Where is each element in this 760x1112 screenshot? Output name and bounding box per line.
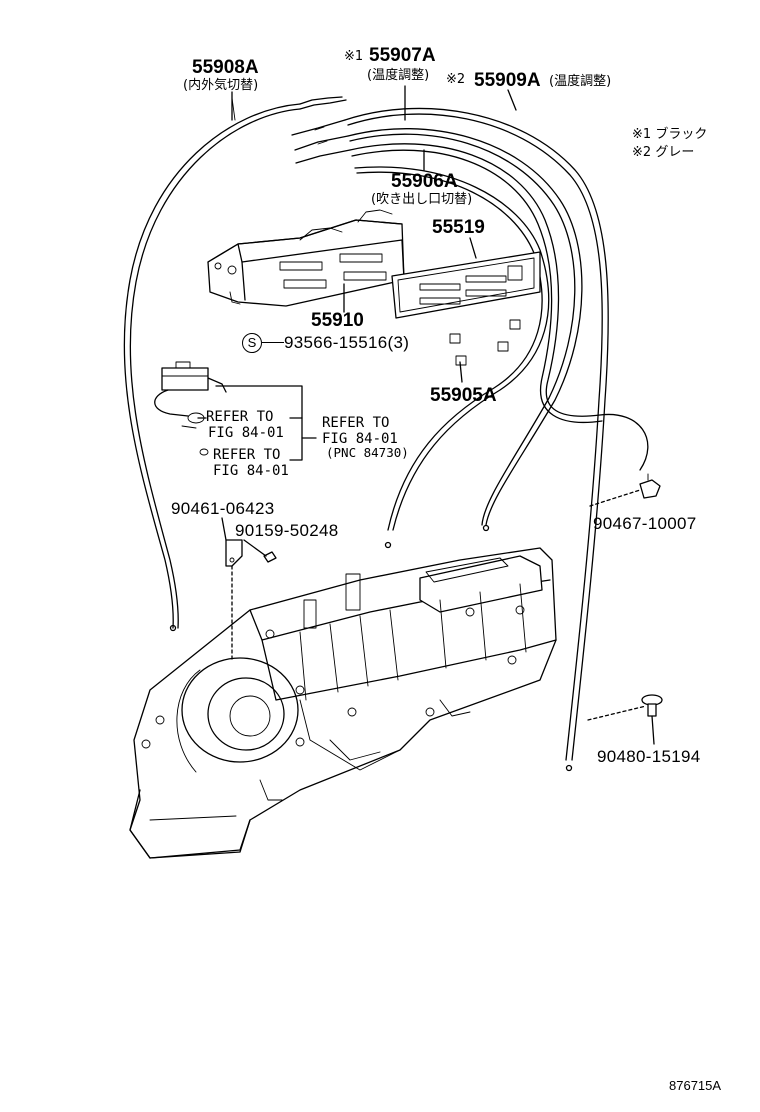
- part-number-90461: 90461-06423: [171, 499, 275, 518]
- part-number-55519: 55519: [432, 217, 485, 238]
- mark-55909a: ※2: [446, 72, 466, 87]
- part-desc-55909a: (温度調整): [549, 74, 612, 89]
- knobs-55905a: [449, 319, 521, 366]
- part-desc-55908a: (内外気切替): [183, 78, 259, 93]
- leader-lines: [197, 85, 655, 745]
- bracket-90461: [225, 539, 243, 567]
- part-number-90480: 90480-15194: [597, 747, 701, 766]
- part-number-55909a: 55909A: [474, 70, 541, 91]
- refer-3-line1: REFER TO: [322, 415, 390, 431]
- refer-2-line2: FIG 84-01: [213, 463, 289, 479]
- clamp-90467: [639, 473, 661, 499]
- part-number-55905a: 55905A: [430, 385, 497, 406]
- heater-unit: [129, 547, 557, 859]
- figure-id: 876715A: [669, 1078, 722, 1093]
- part-desc-55907a: (温度調整): [367, 68, 430, 83]
- switch-assy: [154, 361, 227, 456]
- part-number-55910: 55910: [311, 310, 364, 331]
- screw-90159: [263, 551, 277, 563]
- panel-55519: [391, 251, 541, 319]
- refer-3-line3: (PNC 84730): [326, 445, 409, 460]
- part-number-55907a: 55907A: [369, 45, 436, 66]
- part-number-93566: 93566-15516(3): [284, 333, 410, 352]
- symbol-s-leader: [262, 342, 284, 343]
- part-number-90467: 90467-10007: [593, 514, 697, 533]
- refer-1-line2: FIG 84-01: [208, 425, 284, 441]
- refer-3-line2: FIG 84-01: [322, 431, 398, 447]
- refer-2-line1: REFER TO: [213, 447, 281, 463]
- cable-55908a: [123, 96, 347, 632]
- part-number-55908a: 55908A: [192, 57, 259, 78]
- legend-item-2: ※2 グレー: [632, 145, 695, 160]
- legend-item-1: ※1 ブラック: [632, 127, 708, 142]
- symbol-s: S: [242, 333, 262, 353]
- mark-55907a: ※1: [344, 49, 364, 64]
- refer-1-line1: REFER TO: [206, 409, 274, 425]
- part-number-90159: 90159-50248: [235, 521, 339, 540]
- control-head-55910: [207, 209, 405, 307]
- part-desc-55906a: (吹き出し口切替): [371, 192, 473, 207]
- cable-bundle: [291, 107, 649, 772]
- part-number-55906a: 55906A: [391, 171, 458, 192]
- clip-90480: [641, 694, 663, 717]
